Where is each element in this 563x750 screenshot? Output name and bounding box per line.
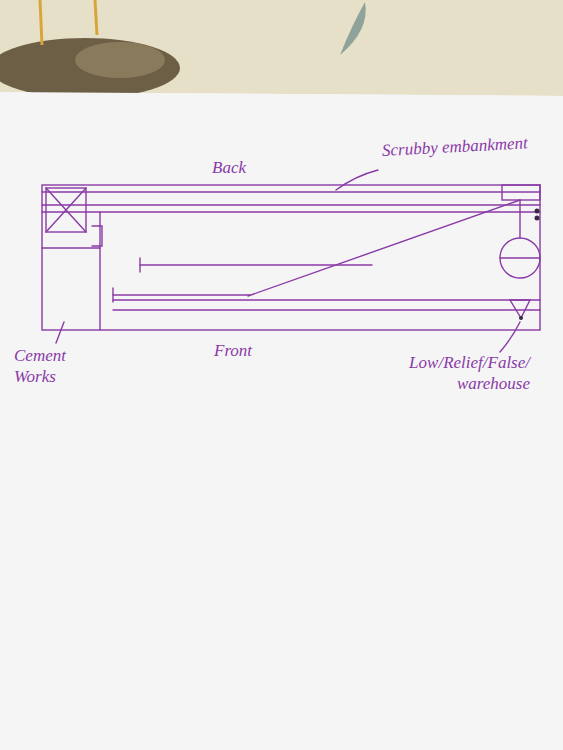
loading-shed: [92, 226, 102, 246]
turntable-deck: [500, 257, 540, 258]
cement-works-outline: [99, 212, 100, 330]
paper: [0, 92, 563, 750]
marker-dot: [535, 216, 540, 221]
sketch-label: Cement Works: [14, 345, 84, 388]
leader-line: [336, 170, 378, 190]
marker-dot: [535, 209, 540, 214]
buffer-stop: [139, 258, 140, 272]
sketch-label: Front: [214, 340, 252, 361]
turntable: [500, 238, 540, 278]
track-line: [42, 191, 540, 192]
track-line: [42, 204, 540, 205]
bird-legs: [40, 0, 97, 45]
track-line: [113, 299, 540, 300]
track-line: [42, 211, 540, 212]
silo-box: [46, 188, 86, 232]
silo-box: [46, 188, 86, 232]
leader-line: [500, 322, 520, 352]
end-building: [502, 185, 540, 200]
siding-track: [113, 294, 250, 295]
leader-line: [56, 322, 64, 343]
bird-illustration: [0, 38, 180, 98]
turntable-approach: [519, 200, 520, 238]
track-line: [113, 309, 540, 310]
cement-works-outline: [42, 247, 100, 248]
warehouse-symbol: [510, 300, 530, 318]
feather: [340, 2, 366, 55]
crossover-track: [248, 200, 520, 296]
sketch-label: Back: [212, 157, 246, 178]
baseboard-outline: [42, 185, 540, 330]
silo-box: [46, 188, 86, 232]
bird-illustration: [75, 42, 165, 78]
sketch-label: Low/Relief/False/ warehouse: [380, 352, 530, 395]
marker-dot: [519, 316, 523, 320]
